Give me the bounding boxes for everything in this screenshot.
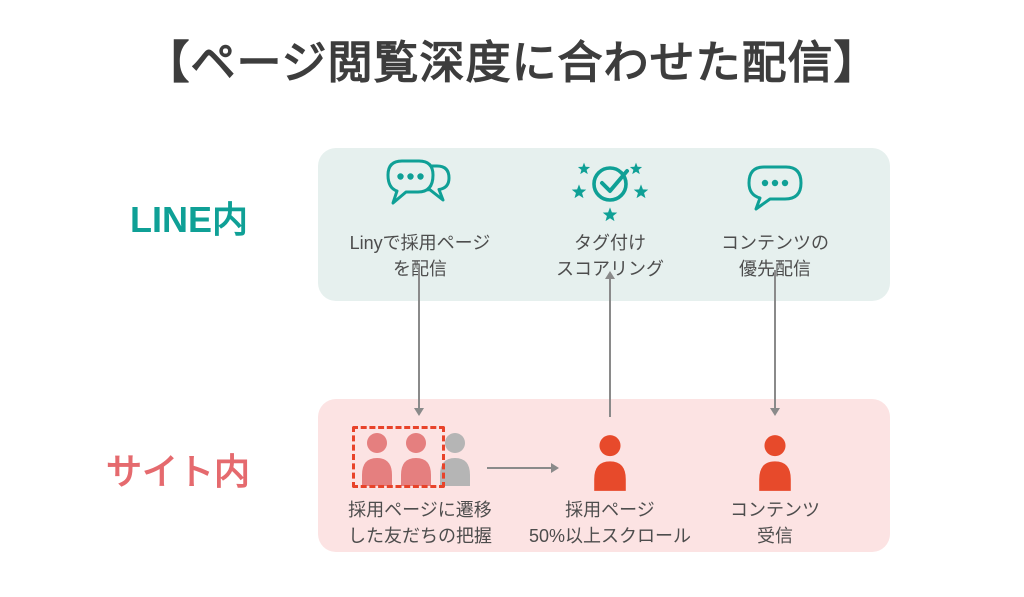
lane-label-site: サイト内	[106, 451, 251, 492]
arrow-up-site2-to-line2	[605, 271, 615, 417]
site-step-1-caption: 採用ページに遷移 した友だちの把握	[348, 500, 492, 546]
site-step-1: 採用ページに遷移 した友だちの把握	[325, 421, 515, 549]
line-step-1: Linyで採用ページ を配信	[325, 158, 515, 282]
person-icon	[680, 421, 870, 491]
page-title: 【ページ閲覧深度に合わせた配信】	[144, 37, 880, 88]
line-step-3-caption: コンテンツの 優先配信	[721, 233, 829, 279]
site-step-3-caption: コンテンツ 受信	[730, 500, 820, 546]
site-step-2: 採用ページ 50%以上スクロール	[515, 421, 705, 549]
site-lane-band: 採用ページに遷移 した友だちの把握 採用ページ 50%以上スクロール コンテンツ…	[318, 399, 890, 552]
arrow-down-line1-to-site1	[414, 270, 424, 416]
lane-label-line: LINE内	[130, 199, 249, 240]
check-stars-icon	[515, 158, 705, 224]
line-step-1-caption: Linyで採用ページ を配信	[349, 233, 491, 279]
line-step-2-caption: タグ付け スコアリング	[556, 233, 664, 279]
line-step-3: コンテンツの 優先配信	[680, 158, 870, 282]
chat-bubbles-icon	[325, 158, 515, 224]
friends-group-icon	[325, 421, 515, 491]
speech-bubble-icon	[680, 158, 870, 224]
arrow-down-line3-to-site3	[770, 270, 780, 416]
arrow-right-site1-to-site2	[487, 463, 559, 473]
line-lane-band: Linyで採用ページ を配信 タグ付け スコアリング	[318, 148, 890, 301]
selection-dashed-box	[352, 426, 445, 488]
line-step-2: タグ付け スコアリング	[515, 158, 705, 282]
site-step-3: コンテンツ 受信	[680, 421, 870, 549]
site-step-2-caption: 採用ページ 50%以上スクロール	[528, 500, 692, 546]
person-icon	[515, 421, 705, 491]
